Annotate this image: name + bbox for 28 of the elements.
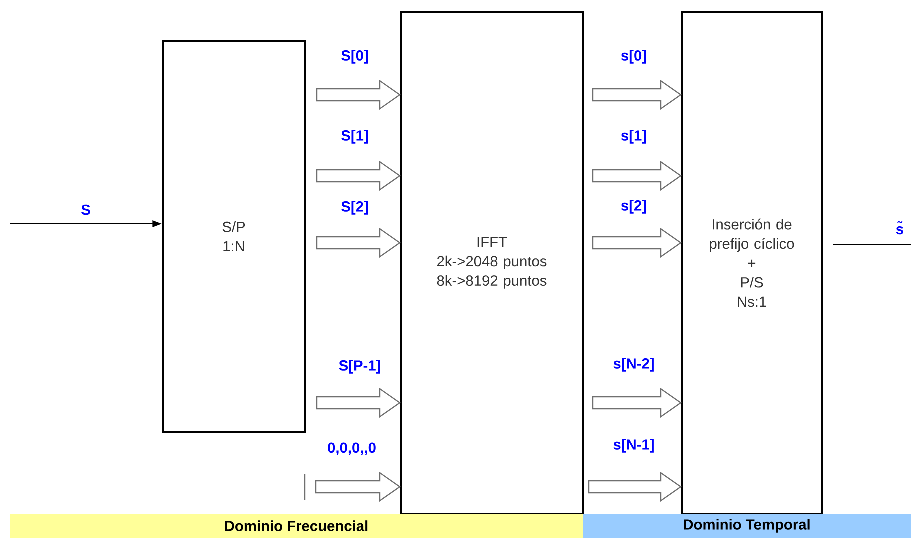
signal-label: S[P-1] bbox=[339, 360, 380, 374]
signal-label: S[1] bbox=[342, 130, 368, 144]
signal-label: s[0] bbox=[621, 50, 646, 64]
block-arrow bbox=[316, 388, 402, 418]
process-box: S/P 1:N bbox=[162, 40, 306, 433]
block-arrow bbox=[316, 228, 402, 258]
process-box: Inserción de prefijo cíclico + P/S Ns:1 bbox=[681, 11, 823, 515]
signal-label: s[N-1] bbox=[614, 439, 654, 453]
domain-band: Dominio Temporal bbox=[583, 514, 911, 538]
signal-label: s[2] bbox=[621, 200, 646, 214]
signal-label: s̃ bbox=[896, 221, 904, 235]
signal-label: s[1] bbox=[621, 130, 646, 144]
signal-label: s[N-2] bbox=[614, 358, 654, 372]
block-arrow bbox=[592, 80, 682, 110]
block-arrow bbox=[316, 80, 402, 110]
block-arrow bbox=[316, 160, 402, 192]
signal-label: S[2] bbox=[342, 201, 368, 215]
output-line bbox=[833, 244, 911, 246]
signal-label: S[0] bbox=[342, 50, 368, 64]
domain-band: Dominio Frecuencial bbox=[10, 514, 583, 538]
block-arrow bbox=[592, 160, 682, 192]
signal-label: 0,0,0,,0 bbox=[328, 442, 376, 456]
block-arrow bbox=[592, 228, 682, 258]
block-arrow bbox=[588, 472, 682, 502]
block-arrow bbox=[315, 472, 402, 502]
signal-label: S bbox=[82, 204, 90, 216]
block-arrow bbox=[592, 388, 682, 418]
process-box: IFFT 2k->2048 puntos 8k->8192 puntos bbox=[400, 11, 584, 515]
